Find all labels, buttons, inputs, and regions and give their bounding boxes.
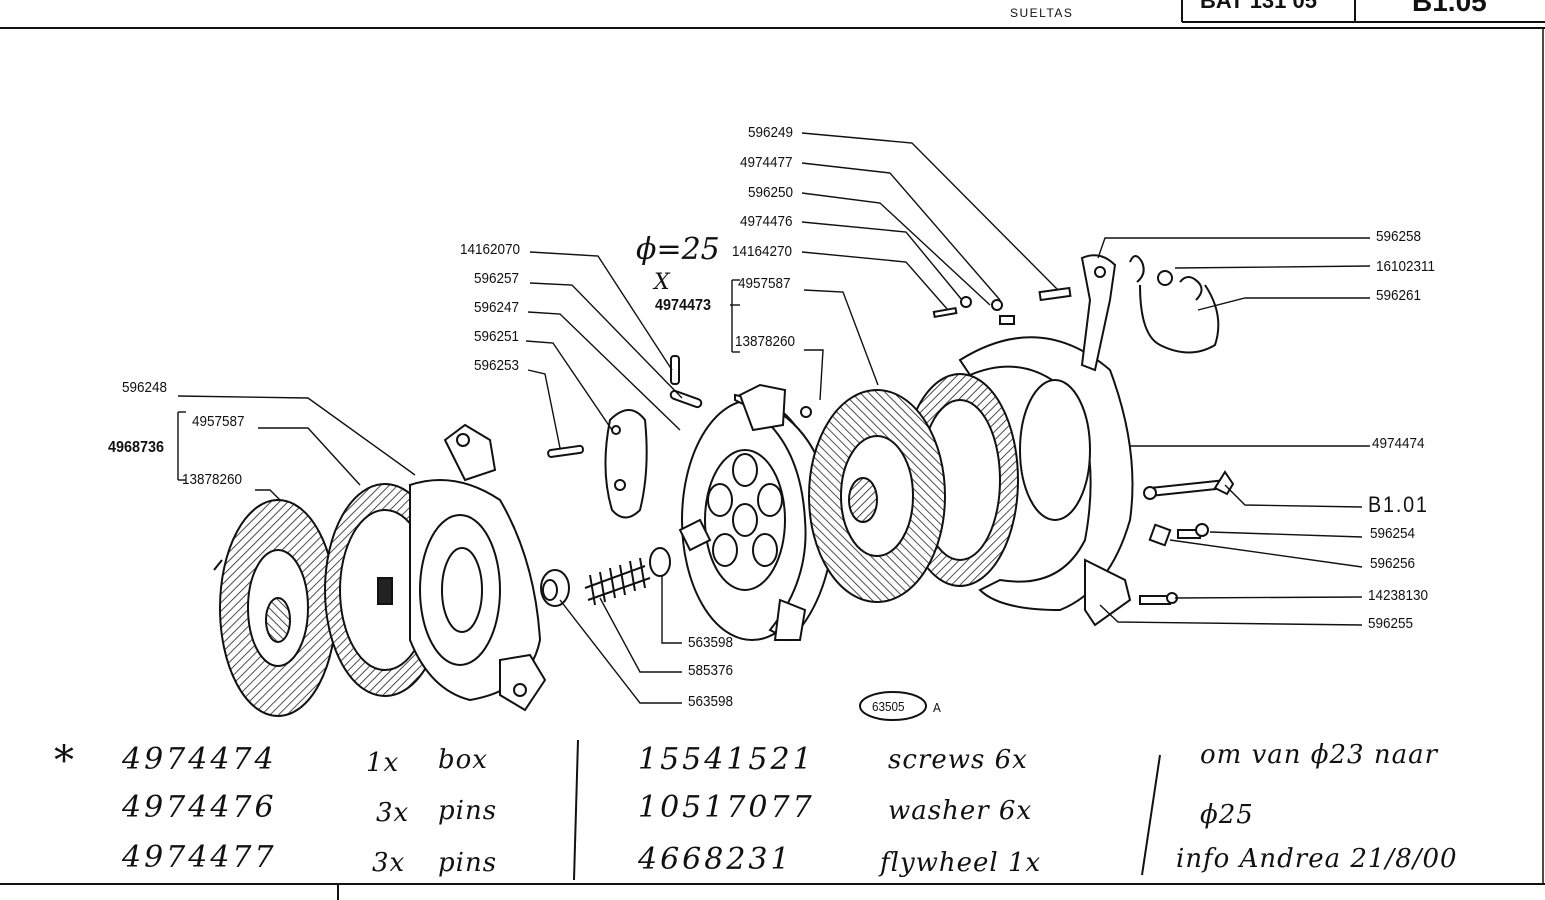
callout-label: 4957587 — [738, 275, 791, 292]
note-desc: washer 6x — [888, 796, 1033, 826]
cam-lever — [604, 409, 648, 519]
note-part: 10517077 — [638, 790, 815, 825]
callout-label: 596258 — [1376, 228, 1422, 245]
spring-assembly — [540, 547, 671, 607]
note-desc: box — [438, 745, 488, 775]
callout-label: 563598 — [688, 693, 734, 710]
figure-suffix: A — [933, 700, 941, 715]
callout-label: 596261 — [1376, 287, 1422, 304]
note-separators — [573, 739, 1161, 881]
callout-label: 14164270 — [732, 243, 793, 260]
callout-label: 13878260 — [735, 333, 796, 350]
star-mark: * — [54, 738, 77, 784]
callout-label: 596253 — [474, 357, 520, 374]
callout-label: 596251 — [474, 328, 520, 345]
right-hardware — [932, 255, 1235, 605]
center-pressure-plate — [678, 383, 837, 642]
callout-label: 585376 — [688, 662, 734, 679]
callout-label: 596247 — [474, 299, 520, 316]
note-desc: screws 6x — [888, 745, 1028, 775]
header-code-right: B1.05 — [1412, 0, 1487, 17]
callout-label: 563598 — [688, 634, 734, 651]
left-friction-disc — [213, 499, 337, 717]
callout-label: 596250 — [748, 184, 794, 201]
clutch-housing — [958, 254, 1134, 627]
callout-label: 596249 — [748, 124, 794, 141]
note-qty: 3x — [372, 848, 406, 878]
callout-label: 4974473 — [655, 297, 712, 314]
callout-label: 596256 — [1370, 555, 1416, 572]
note-part: 4974477 — [122, 840, 277, 875]
callout-label: 4974474 — [1372, 435, 1425, 452]
callout-label: 4974477 — [740, 154, 793, 171]
note-qty: 1x — [366, 748, 400, 778]
figure-id: 63505 — [872, 699, 905, 714]
note-remark: ϕ25 — [1200, 800, 1254, 830]
right-friction-discs — [808, 373, 1019, 603]
leader-lines — [177, 132, 1371, 704]
note-part: 15541521 — [638, 742, 815, 777]
callout-label: 4968736 — [108, 439, 165, 456]
callout-label: 14238130 — [1368, 587, 1429, 604]
left-cover-plate — [409, 423, 547, 712]
callout-label: 14162070 — [460, 241, 521, 258]
callout-label: 596254 — [1370, 525, 1416, 542]
note-qty: 3x — [376, 798, 410, 828]
note-desc: flywheel 1x — [880, 848, 1042, 878]
note-part: 4974474 — [122, 742, 277, 777]
note-remark: om van ϕ23 naar — [1200, 740, 1439, 770]
header-code-left: BAT 131 05 — [1200, 0, 1317, 13]
note-part: 4974476 — [122, 790, 277, 825]
callout-label: 16102311 — [1376, 258, 1436, 275]
cross-mark: X — [654, 270, 670, 295]
header-subtitle: SUELTAS — [1010, 6, 1074, 20]
diameter-annotation: ϕ=25 — [636, 232, 720, 267]
note-part: 4668231 — [638, 842, 793, 877]
note-desc: pins — [438, 796, 498, 826]
callout-label: 596257 — [474, 270, 520, 287]
callout-label: 4957587 — [192, 413, 245, 430]
note-remark: info Andrea 21/8/00 — [1176, 844, 1458, 874]
callout-label: 4974476 — [740, 213, 793, 230]
figure-id-badge — [859, 691, 927, 721]
callout-label: B1.01 — [1368, 492, 1429, 517]
note-desc: pins — [438, 848, 498, 878]
callout-label: 13878260 — [182, 471, 243, 488]
callout-label: 596248 — [122, 379, 168, 396]
callout-label: 596255 — [1368, 615, 1414, 632]
